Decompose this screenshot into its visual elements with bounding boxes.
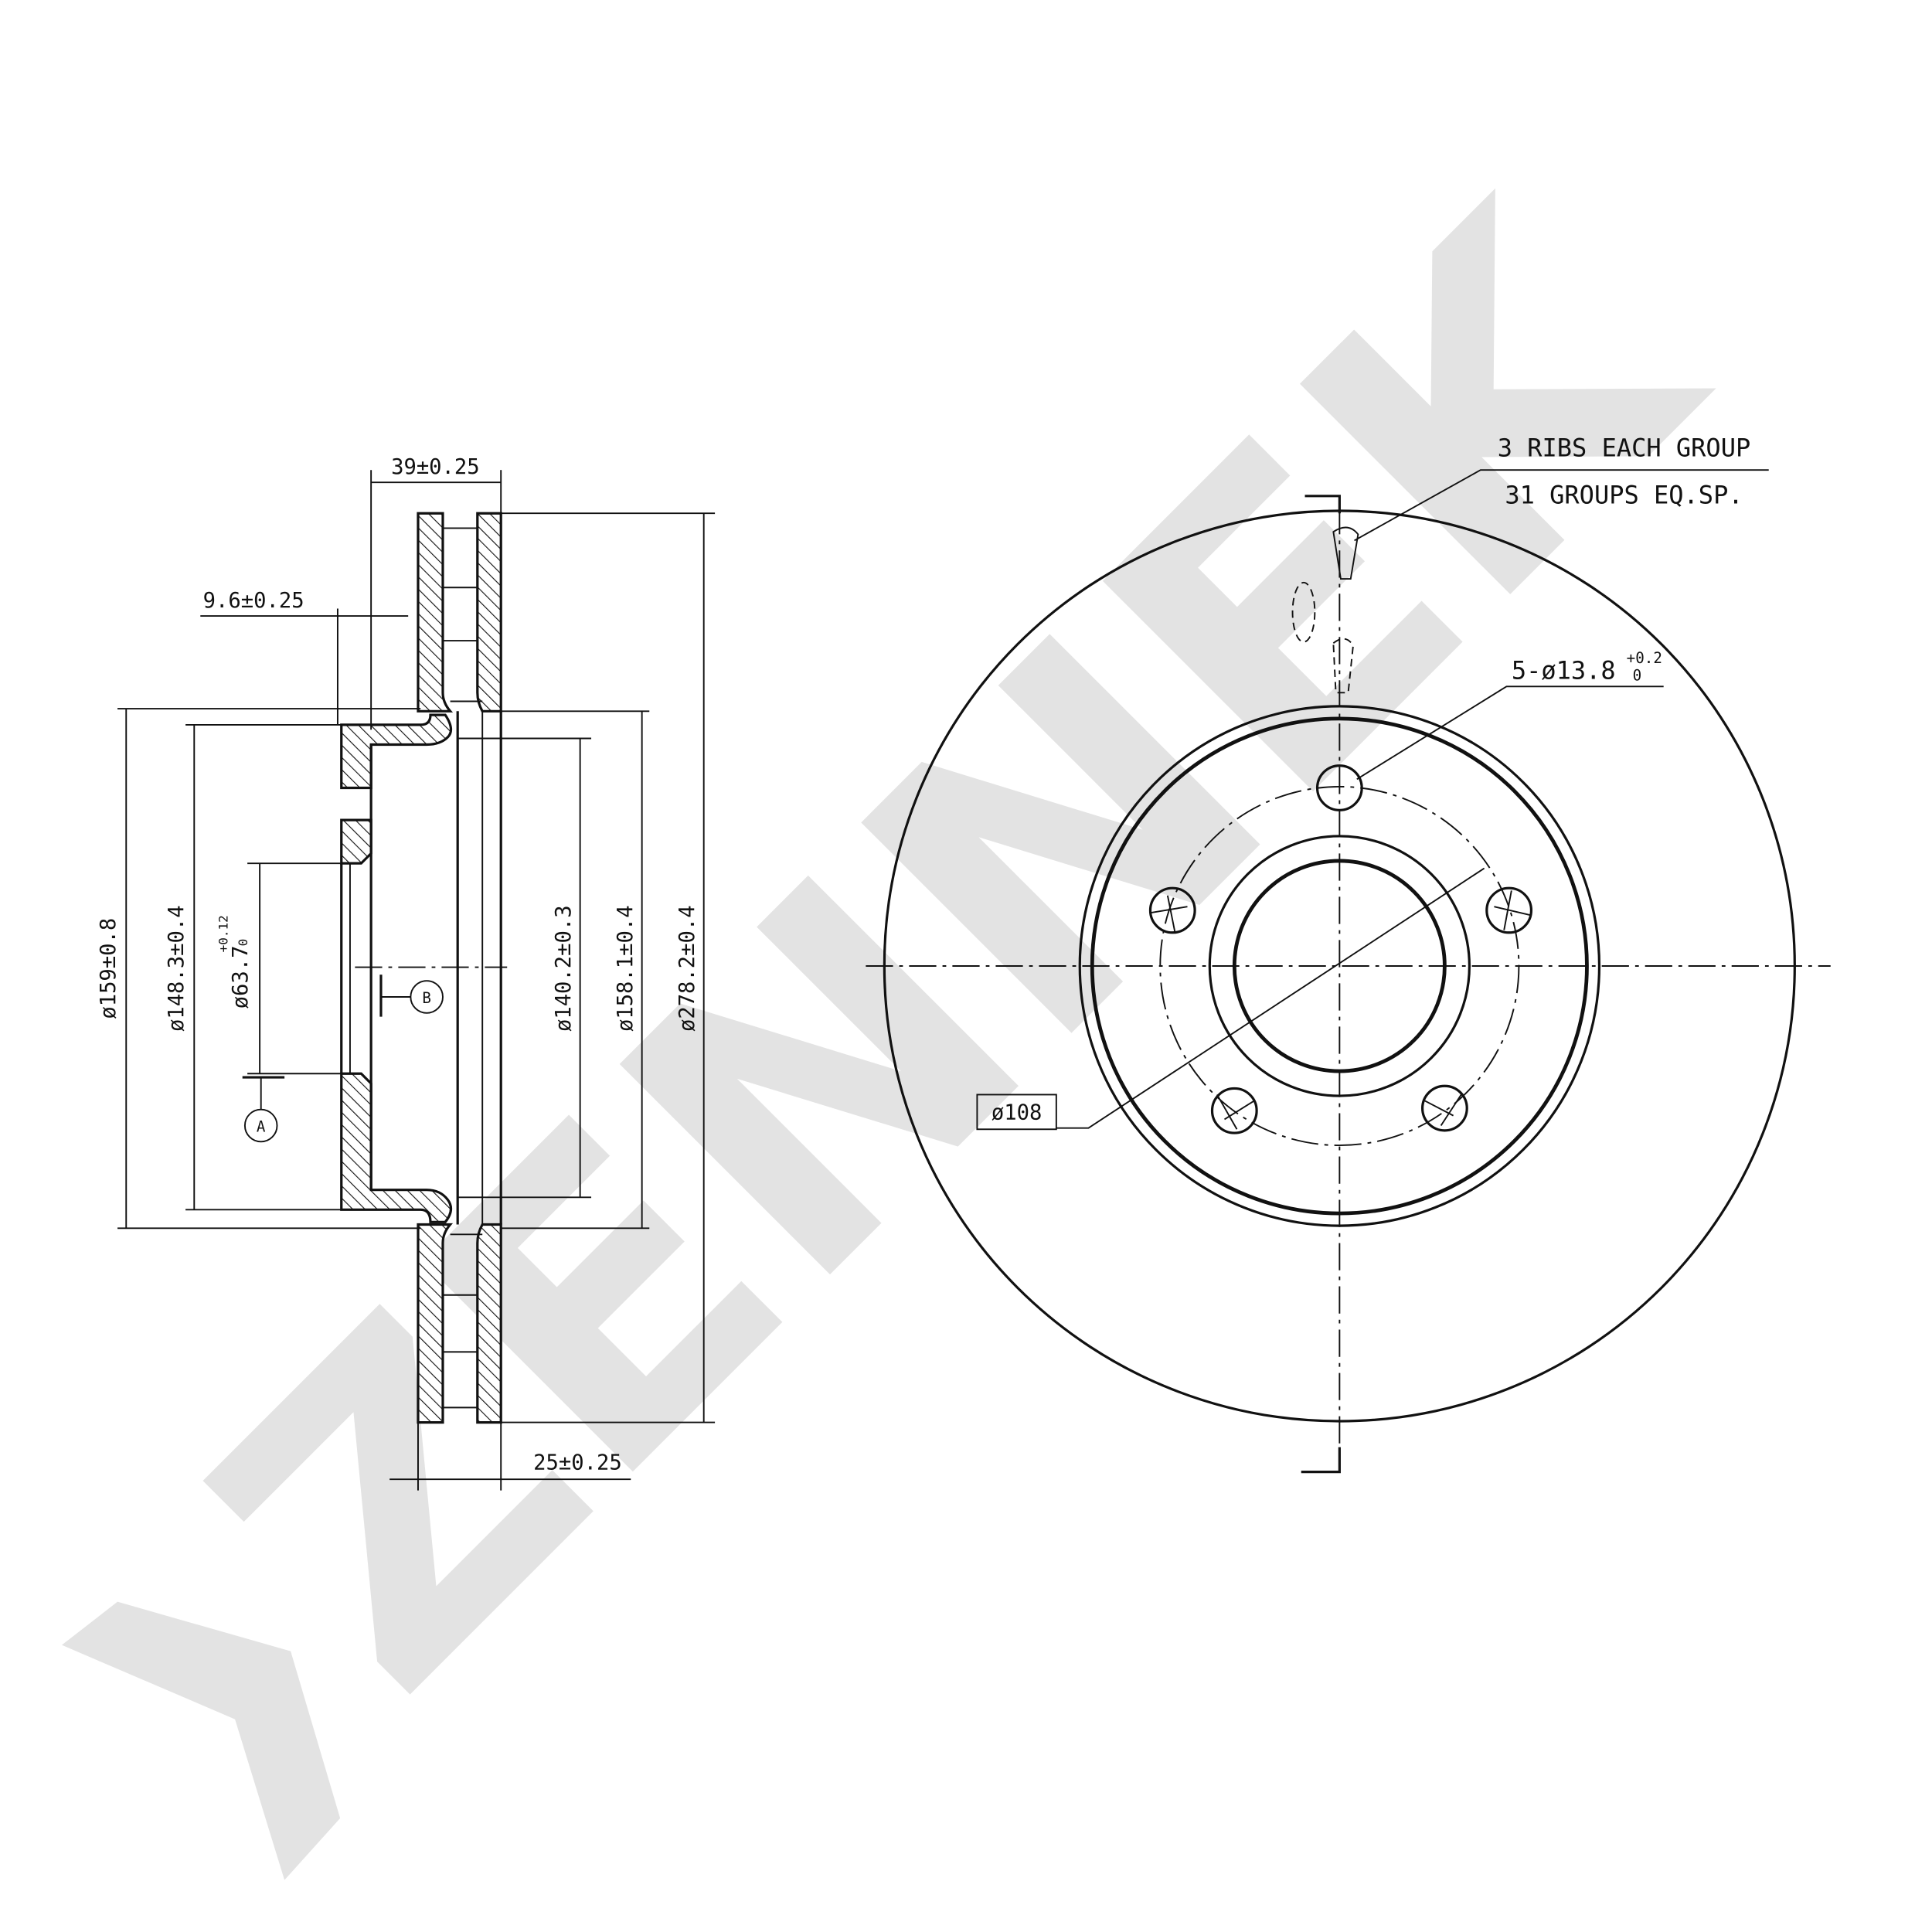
dimension-lines	[117, 470, 716, 1491]
pcd-leader	[1056, 867, 1485, 1129]
watermark-text: ZENNEK	[129, 118, 1786, 1775]
inboard-plate-top	[476, 512, 502, 713]
pcd-box	[976, 1094, 1057, 1131]
section-view: 39±0.25 9.6±0.25 25±0.25 ø159±0.8 ø148.3…	[97, 455, 716, 1491]
dim-d63-tol-upper: +0.12	[216, 915, 230, 952]
datum-b-label: B	[422, 989, 431, 1007]
dim-d63-tol-lower: 0	[236, 939, 250, 947]
dim-d158: ø158.1±0.4	[614, 905, 638, 1032]
dim-d140: ø140.2±0.3	[552, 905, 576, 1032]
dim-d148: ø148.3±0.4	[165, 905, 189, 1032]
section-marker-bottom	[1301, 1447, 1341, 1474]
inboard-plate-bottom	[476, 1223, 502, 1424]
front-view: 3 RIBS EACH GROUP 31 GROUPS EQ.SP. 5-ø13…	[866, 434, 1831, 1474]
watermark-chevron	[62, 1601, 341, 1880]
watermark-logo: ZENNEK	[62, 118, 1787, 1880]
bolt-hole	[1420, 1084, 1468, 1132]
datum-a: A	[242, 1076, 285, 1143]
dim-d159: ø159±0.8	[97, 918, 121, 1019]
datum-b: B	[379, 975, 444, 1017]
dim-offset: 9.6±0.25	[203, 589, 304, 613]
holes-note: 5-ø13.8	[1512, 656, 1616, 685]
holes-leader	[1356, 685, 1664, 781]
holes-tol-lower: 0	[1633, 666, 1642, 684]
hat-top	[340, 713, 453, 790]
dim-d63: ø63.7	[229, 945, 253, 1009]
ribs-leader	[1354, 469, 1769, 542]
hat-flange-top	[340, 818, 372, 865]
outboard-plate-top	[417, 512, 454, 713]
dim-overall-width: 39±0.25	[391, 455, 480, 479]
cooling-vanes	[442, 527, 483, 1409]
ribs-note-line1: 3 RIBS EACH GROUP	[1498, 434, 1751, 463]
bolt-holes	[1148, 764, 1533, 1134]
dim-disc-thickness: 25±0.25	[533, 1451, 622, 1475]
bolt-hole	[1148, 886, 1196, 934]
bolt-hole	[1485, 886, 1533, 934]
bolt-hole	[1315, 764, 1363, 811]
outboard-plate-bottom	[417, 1223, 454, 1424]
pcd-label: ø108	[992, 1100, 1042, 1124]
rib-outlines	[1291, 526, 1359, 694]
hat-bottom	[340, 1072, 453, 1223]
section-marker-top	[1304, 495, 1341, 514]
ribs-note-line2: 31 GROUPS EQ.SP.	[1505, 480, 1743, 509]
bolt-hole	[1210, 1087, 1258, 1134]
datum-a-label: A	[257, 1117, 266, 1135]
dim-d278: ø278.2±0.4	[675, 905, 699, 1032]
holes-tol-upper: +0.2	[1627, 649, 1662, 667]
